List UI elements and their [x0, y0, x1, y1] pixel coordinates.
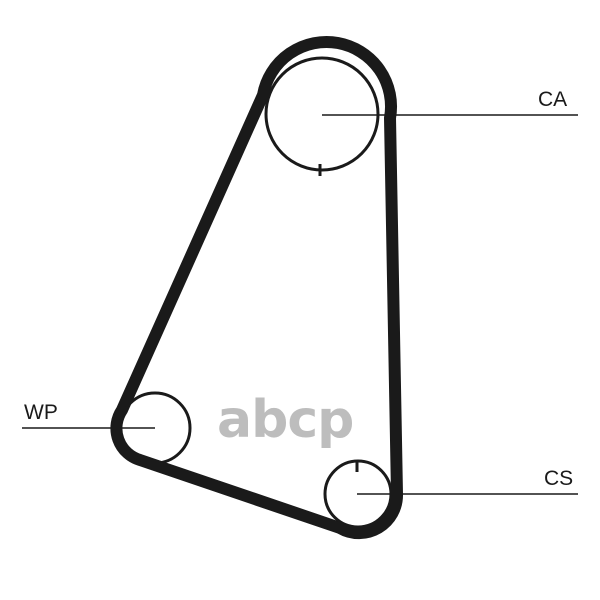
watermark-logo: abcp [217, 390, 354, 450]
camshaft-pulley [264, 56, 380, 172]
label-wp: WP [24, 401, 58, 424]
label-ca: CA [538, 88, 568, 111]
label-cs: CS [544, 467, 574, 490]
timing-belt [110, 35, 403, 540]
